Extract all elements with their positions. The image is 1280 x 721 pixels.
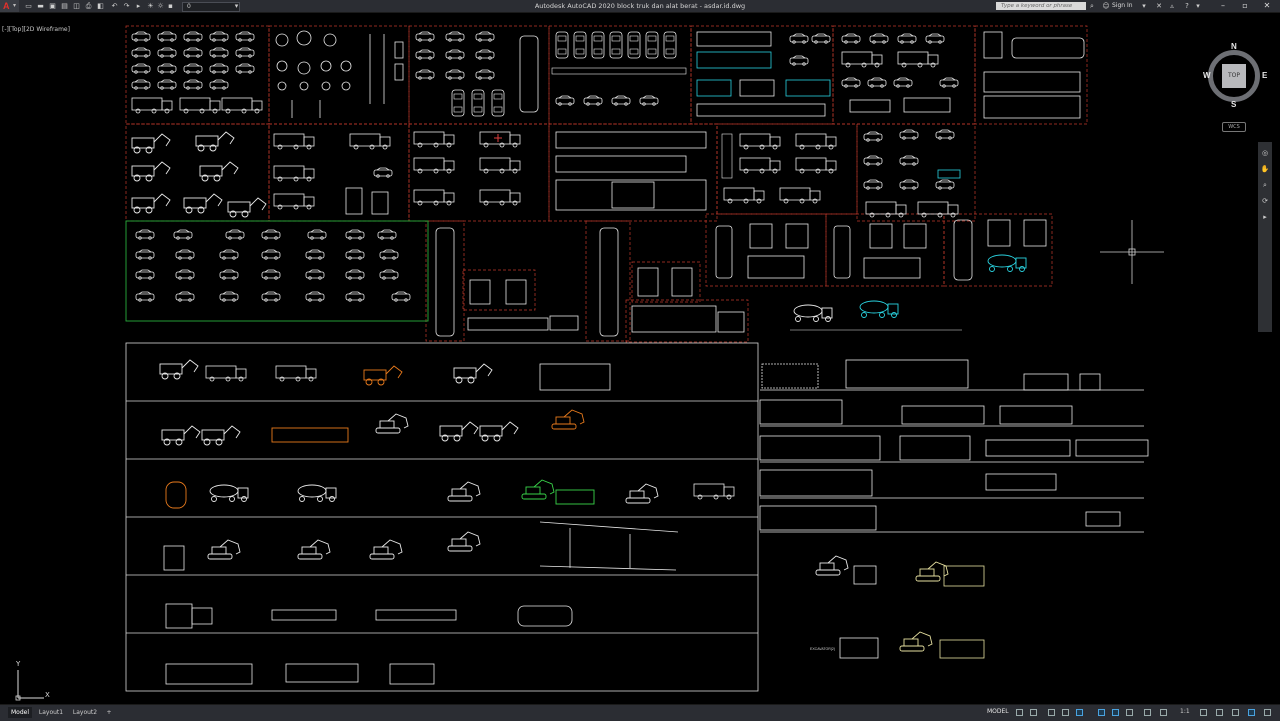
connect-icon[interactable]: ▵ xyxy=(1170,2,1174,10)
compass-north[interactable]: N xyxy=(1231,42,1237,51)
steering-wheel-icon[interactable]: ◎ xyxy=(1261,149,1269,157)
compass-west[interactable]: W xyxy=(1203,71,1211,80)
object-snap-icon[interactable] xyxy=(1112,709,1119,716)
search-input[interactable]: Type a keyword or phrase xyxy=(996,2,1086,10)
layer-dropdown-chevron-icon[interactable]: ▾ xyxy=(234,2,239,10)
model-space-button[interactable]: MODEL xyxy=(987,708,1009,715)
window-title: Autodesk AutoCAD 2020 block truk dan ala… xyxy=(534,2,746,10)
status-bar: Model Layout1 Layout2 + MODEL 1:1 xyxy=(0,704,1280,721)
plot-icon[interactable]: ⎙ xyxy=(85,2,92,10)
layer-on-icon[interactable]: ☀ xyxy=(147,2,154,10)
transparency-icon[interactable] xyxy=(1144,709,1151,716)
workspace-icon[interactable] xyxy=(1200,709,1207,716)
help-icon[interactable]: ? xyxy=(1185,2,1189,10)
isodraft-icon[interactable] xyxy=(1076,709,1083,716)
snap-icon[interactable] xyxy=(1030,709,1037,716)
compass-south[interactable]: S xyxy=(1231,100,1237,109)
showmotion-icon[interactable]: ▸ xyxy=(1263,213,1267,221)
new-icon[interactable]: ▭ xyxy=(25,2,32,10)
drawing-geometry: EXCAVATOR(2) xyxy=(125,25,1164,692)
open-icon[interactable]: ▬ xyxy=(37,2,44,10)
minimize-icon[interactable]: – xyxy=(1221,1,1225,10)
viewport-controls[interactable]: [-][Top][2D Wireframe] xyxy=(2,26,70,33)
units-icon[interactable] xyxy=(1232,709,1239,716)
drawing-annotation: EXCAVATOR(2) xyxy=(810,647,835,651)
object-snap-tracking-icon[interactable] xyxy=(1098,709,1105,716)
chevron-down-icon: ▾ xyxy=(13,2,17,9)
pan-icon[interactable]: ✋ xyxy=(1260,165,1270,173)
model-space-canvas[interactable]: [-][Top][2D Wireframe] xyxy=(0,12,1280,704)
layer-dropdown[interactable]: 0 xyxy=(182,2,240,12)
ucs-y-label: Y xyxy=(16,660,21,668)
search-placeholder: Type a keyword or phrase xyxy=(1001,3,1073,9)
viewcube-top-face[interactable]: TOP xyxy=(1222,64,1246,88)
redo-dropdown-icon[interactable]: ▸ xyxy=(136,2,141,10)
ortho-icon[interactable] xyxy=(1048,709,1055,716)
grid-icon[interactable] xyxy=(1016,709,1023,716)
tab-layout1[interactable]: Layout1 xyxy=(38,709,64,716)
polar-icon[interactable] xyxy=(1062,709,1069,716)
layer-value: 0 xyxy=(187,3,191,10)
annotation-monitor-icon[interactable] xyxy=(1216,709,1223,716)
save-icon[interactable]: ▣ xyxy=(49,2,56,10)
autocad-logo-icon: A xyxy=(3,1,10,11)
navigation-bar: ◎ ✋ ⌕ ⟳ ▸ xyxy=(1258,142,1272,332)
help-dropdown-icon[interactable]: ▾ xyxy=(1196,2,1200,10)
application-menu-button[interactable]: A ▾ xyxy=(0,0,19,12)
layer-freeze-icon[interactable]: ☼ xyxy=(157,2,164,10)
viewcube[interactable]: TOP N S W E WCS xyxy=(1200,42,1270,142)
annotation-visibility-icon[interactable] xyxy=(1160,709,1167,716)
tab-model[interactable]: Model xyxy=(8,707,32,718)
save-as-icon[interactable]: ▤ xyxy=(61,2,68,10)
tab-layout2[interactable]: Layout2 xyxy=(72,709,98,716)
sign-in-button[interactable]: Sign In xyxy=(1112,2,1133,9)
search-icon[interactable]: ⌕ xyxy=(1090,2,1094,10)
open-web-icon[interactable]: ◫ xyxy=(73,2,80,10)
isolate-objects-icon[interactable] xyxy=(1248,709,1255,716)
add-layout-button[interactable]: + xyxy=(106,709,112,716)
customization-icon[interactable] xyxy=(1264,709,1271,716)
compass-east[interactable]: E xyxy=(1262,71,1268,80)
lineweight-icon[interactable] xyxy=(1126,709,1133,716)
layer-lock-icon[interactable]: ▪ xyxy=(168,2,173,10)
orbit-icon[interactable]: ⟳ xyxy=(1262,197,1268,205)
user-icon[interactable]: ☺ xyxy=(1102,2,1110,10)
cart-icon[interactable]: ▾ xyxy=(1142,2,1146,10)
compass-ring[interactable] xyxy=(1208,50,1260,102)
zoom-icon[interactable]: ⌕ xyxy=(1263,181,1267,189)
exchange-icon[interactable]: ✕ xyxy=(1156,2,1162,10)
annotation-scale[interactable]: 1:1 xyxy=(1180,708,1190,715)
wcs-menu[interactable]: WCS xyxy=(1222,122,1246,132)
maximize-icon[interactable]: ▫ xyxy=(1242,1,1248,10)
redo-icon[interactable]: ↷ xyxy=(123,2,130,10)
title-bar: A ▾ ▭ ▬ ▣ ▤ ◫ ⎙ ◧ ↶ ↷ ▸ ☀ ☼ ▪ 0 ▾ Autode… xyxy=(0,0,1280,13)
share-icon[interactable]: ◧ xyxy=(97,2,104,10)
ucs-icon: Y X xyxy=(8,660,58,706)
close-icon[interactable]: ✕ xyxy=(1263,1,1271,10)
undo-icon[interactable]: ↶ xyxy=(111,2,118,10)
ucs-x-label: X xyxy=(45,691,50,699)
